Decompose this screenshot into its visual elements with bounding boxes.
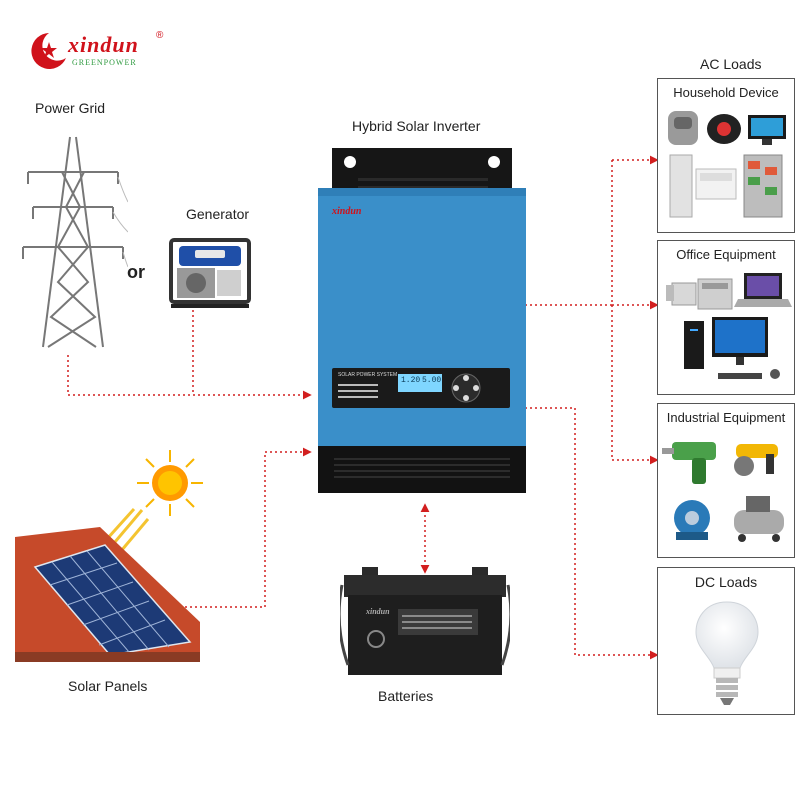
- industrial-equipment-box: Industrial Equipment: [657, 403, 795, 558]
- logo-swoosh-icon: [31, 33, 66, 69]
- household-device-box: Household Device: [657, 78, 795, 233]
- grid-wire: [67, 355, 312, 400]
- dc-loads-box: DC Loads: [657, 567, 795, 715]
- brand-registered: ®: [156, 30, 164, 41]
- office-equipment-icon: [666, 273, 792, 379]
- light-bulb-icon: [695, 601, 759, 705]
- brand-logo: xindun ® GREENPOWER: [28, 28, 168, 76]
- office-equipment-box: Office Equipment: [657, 240, 795, 395]
- power-grid-label: Power Grid: [35, 100, 106, 116]
- power-tower-icon: [22, 136, 128, 348]
- household-appliances-icon: [668, 111, 786, 218]
- inverter-panel-heading: SOLAR POWER SYSTEM: [338, 372, 398, 378]
- generator-icon: [169, 238, 251, 308]
- inverter-device: xindun SOLAR POWER SYSTEM 1.20 5.00: [318, 148, 526, 493]
- brand-name: xindun: [68, 32, 139, 57]
- office-equipment-label: Office Equipment: [676, 247, 776, 262]
- battery-badge: xindun: [366, 607, 390, 616]
- or-label: or: [127, 262, 145, 282]
- dc-out-wire: [525, 407, 659, 660]
- inverter-lcd-reading: 1.20: [401, 376, 421, 385]
- sun-icon: [137, 450, 203, 516]
- industrial-equipment-icon: [662, 442, 784, 542]
- industrial-equipment-label: Industrial Equipment: [666, 410, 786, 425]
- inverter-lcd-reading-2: 5.00: [422, 376, 442, 385]
- solar-panels-label: Solar Panels: [68, 678, 148, 694]
- brand-tagline: GREENPOWER: [72, 58, 137, 67]
- batteries-label: Batteries: [378, 688, 434, 704]
- inverter-title: Hybrid Solar Inverter: [352, 118, 481, 134]
- battery-device: xindun: [340, 565, 510, 677]
- inverter-body-icon: [318, 148, 526, 493]
- ac-loads-title: AC Loads: [700, 56, 762, 72]
- battery-icon: [340, 567, 510, 675]
- inverter-badge: xindun: [332, 206, 362, 217]
- generator-label: Generator: [186, 206, 250, 222]
- household-device-label: Household Device: [673, 85, 779, 100]
- dc-loads-title: DC Loads: [694, 574, 758, 590]
- solar-roof-icon: [15, 527, 200, 662]
